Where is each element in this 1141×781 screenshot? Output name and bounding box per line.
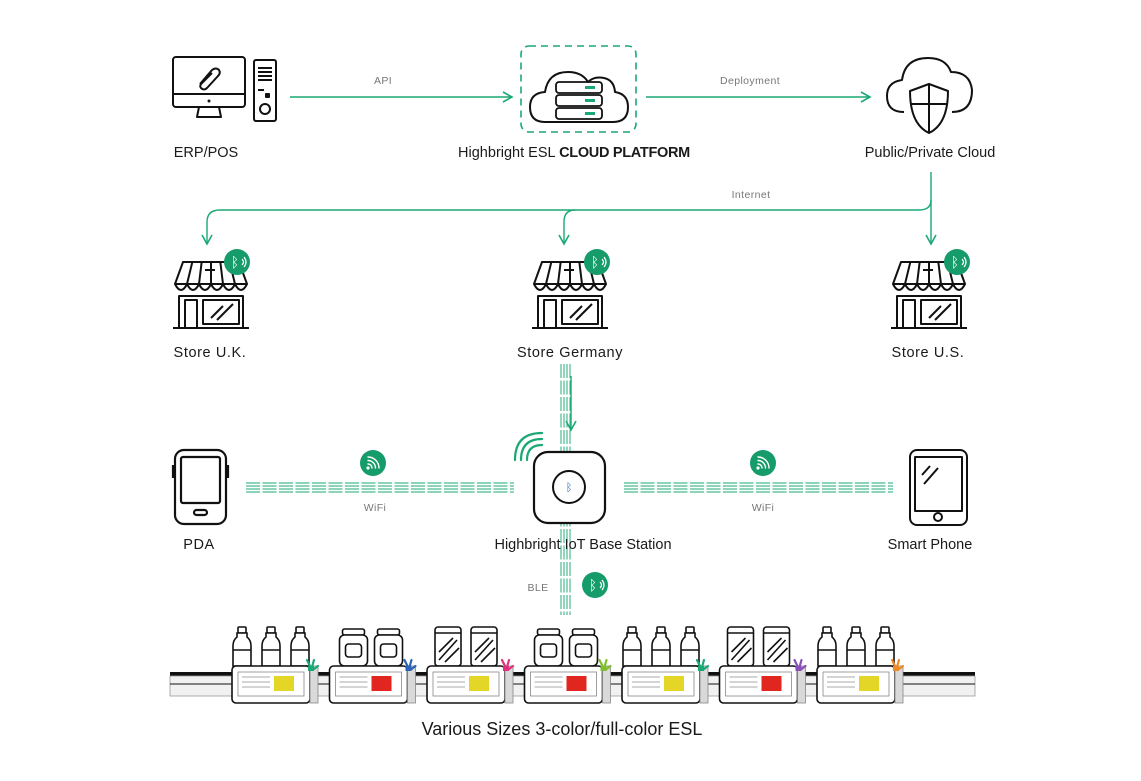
shelf-section	[523, 628, 612, 704]
esl-tag	[523, 658, 612, 704]
pda-label: PDA	[183, 537, 215, 553]
esl-led-indicator	[403, 658, 417, 671]
cloud-platform-label-prefix: Highbright ESL	[458, 145, 556, 161]
esl-shelf	[169, 626, 976, 704]
bluetooth-badge-icon-us: ᛒ	[944, 249, 970, 275]
esl-tag	[718, 658, 807, 704]
wifi-badge-icon-left	[360, 450, 386, 476]
product-group-jars	[533, 628, 599, 667]
shelf-section	[816, 626, 905, 704]
shelf-title: Various Sizes 3-color/full-color ESL	[421, 719, 703, 739]
wifi-link-left	[246, 482, 514, 493]
esl-price-block	[274, 676, 294, 691]
product-group-cans	[434, 626, 498, 667]
ble-edge-label: BLE	[527, 582, 549, 594]
wifi-right-edge-label: WiFi	[751, 502, 775, 514]
esl-led-indicator	[793, 658, 807, 671]
internet-edge-label: Internet	[731, 189, 771, 201]
shelf-section	[328, 628, 417, 704]
shelf-section	[231, 626, 320, 704]
esl-tag	[426, 658, 515, 704]
shelf-section	[621, 626, 710, 704]
bluetooth-badge-icon-ble: ᛒ	[582, 572, 608, 598]
esl-price-block	[371, 676, 392, 691]
storefront-icon-germany	[532, 261, 608, 329]
esl-tag	[621, 658, 710, 704]
store-us-label: Store U.S.	[891, 345, 965, 361]
internet-arrow-uk	[201, 172, 932, 246]
esl-price-block	[761, 676, 782, 691]
api-edge-label: API	[373, 75, 393, 87]
svg-text:ᛒ: ᛒ	[231, 255, 239, 271]
svg-text:ᛒ: ᛒ	[589, 578, 597, 594]
cloud-platform-label: Highbright ESL CLOUD PLATFORM	[458, 145, 690, 161]
esl-tag	[328, 658, 417, 704]
smartphone-icon	[909, 449, 968, 526]
esl-price-block	[566, 676, 587, 691]
base-station-icon: ᛒ	[513, 431, 607, 525]
shelf-section	[718, 626, 807, 704]
deployment-edge-label: Deployment	[719, 75, 781, 87]
esl-led-indicator	[695, 658, 710, 671]
wifi-left-edge-label: WiFi	[363, 502, 387, 514]
erp-pos-label: ERP/POS	[173, 145, 239, 161]
wifi-signal-icon	[513, 431, 544, 462]
bluetooth-badge-icon-germany: ᛒ	[584, 249, 610, 275]
wifi-badge-icon-right	[750, 450, 776, 476]
esl-price-block	[859, 676, 879, 691]
store-germany-label: Store Germany	[516, 345, 624, 361]
esl-price-block	[664, 676, 684, 691]
connectors	[201, 91, 937, 432]
svg-text:ᛒ: ᛒ	[591, 255, 599, 271]
cloud-shield-icon	[886, 57, 973, 134]
cloud-server-icon	[520, 45, 637, 133]
product-group-bottles	[232, 626, 310, 667]
store-uk-label: Store U.K.	[173, 345, 247, 361]
product-group-bottles	[622, 626, 700, 667]
esl-led-indicator	[305, 658, 320, 671]
product-group-bottles	[817, 626, 895, 667]
esl-led-indicator	[500, 658, 515, 671]
esl-led-indicator	[890, 658, 905, 671]
shelf-section	[426, 626, 515, 704]
desktop-computer-icon	[172, 56, 277, 122]
base-station-label: Highbright IoT Base Station	[494, 537, 672, 553]
svg-text:ᛒ: ᛒ	[566, 481, 573, 494]
smart-phone-label: Smart Phone	[887, 537, 973, 553]
bluetooth-badge-icon-uk: ᛒ	[224, 249, 250, 275]
esl-tag	[816, 658, 905, 704]
wifi-link-right	[624, 482, 893, 493]
internet-arrow-germany	[558, 209, 576, 246]
cloud-platform-label-strong: CLOUD PLATFORM	[559, 145, 690, 161]
storefront-icon-uk	[173, 261, 249, 329]
esl-tag	[231, 658, 320, 704]
esl-price-block	[469, 676, 489, 691]
public-private-cloud-label: Public/Private Cloud	[864, 145, 996, 161]
svg-text:ᛒ: ᛒ	[951, 255, 959, 271]
product-group-jars	[338, 628, 404, 667]
product-group-cans	[726, 626, 791, 667]
esl-led-indicator	[598, 658, 612, 671]
pda-icon	[171, 448, 230, 526]
